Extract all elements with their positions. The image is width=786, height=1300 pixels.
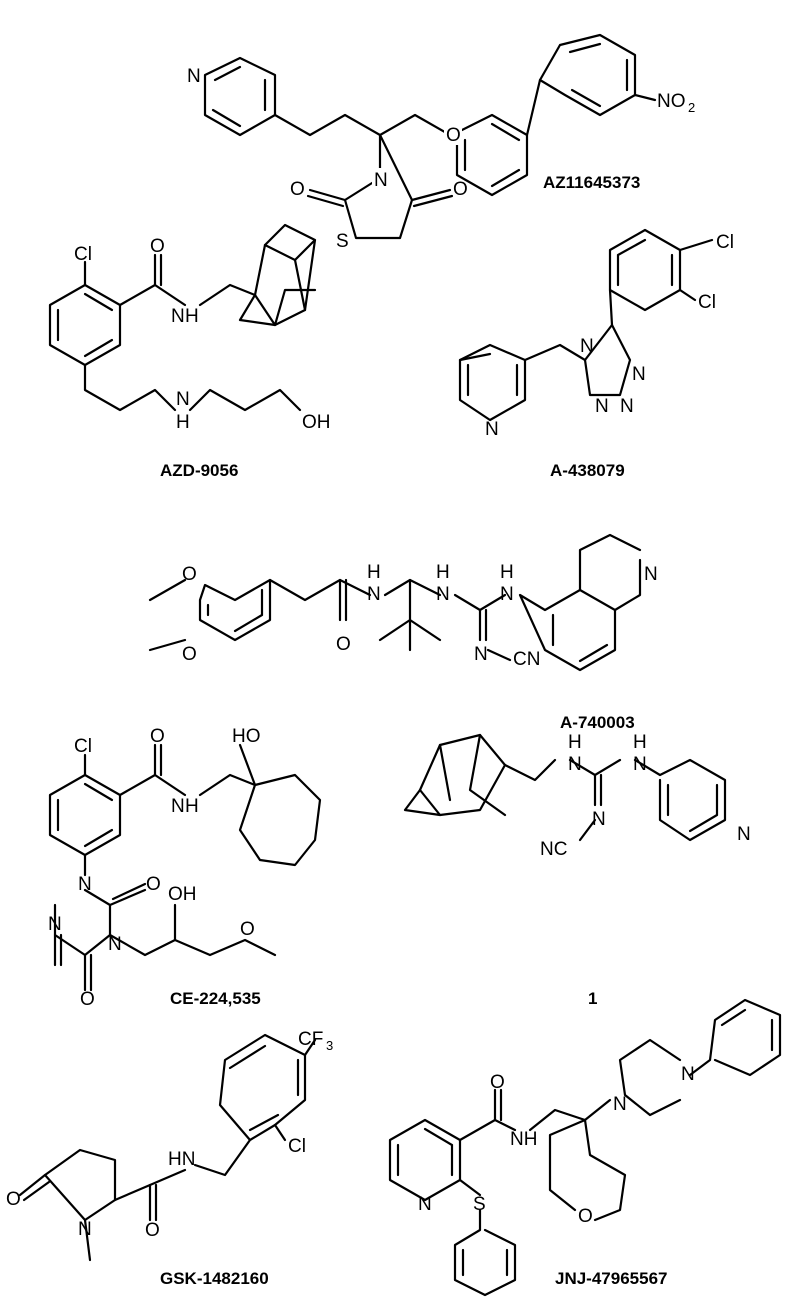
- atom-label: N: [580, 336, 594, 357]
- atom-label: O: [240, 919, 255, 940]
- atom-label: N: [485, 419, 499, 440]
- atom-label: H: [185, 306, 199, 327]
- atom-label: S: [336, 231, 349, 252]
- compound-name: A-438079: [550, 461, 625, 480]
- atom-label: O: [80, 989, 95, 1010]
- atom-label: HN: [168, 1149, 195, 1170]
- structure-azd-9056: [48, 223, 317, 412]
- atom-label: H: [500, 562, 514, 583]
- atom-label: N: [500, 584, 514, 605]
- atom-label: O: [150, 726, 165, 747]
- atom-label: N: [568, 754, 582, 775]
- compound-name: A-740003: [560, 713, 635, 732]
- atom-label: Cl: [716, 232, 734, 253]
- atom-label: N: [681, 1064, 695, 1085]
- atom-label: N: [737, 824, 751, 845]
- atom-label: O: [150, 236, 165, 257]
- compound-name: AZ11645373: [543, 173, 640, 192]
- compound-name: 1: [588, 989, 597, 1008]
- structure-compound-1: [403, 733, 727, 842]
- atom-label: Cl: [288, 1136, 306, 1157]
- atom-label: N: [171, 306, 185, 327]
- atom-label: O: [446, 125, 461, 146]
- structure-az11645373: [203, 33, 657, 240]
- atom-label: NO: [657, 91, 686, 112]
- atom-label: H: [185, 796, 199, 817]
- atom-label: N: [595, 396, 609, 417]
- atom-label: O: [182, 564, 197, 585]
- atom-label: CN: [513, 649, 540, 670]
- atom-label: O: [490, 1072, 505, 1093]
- atom-label: OH: [168, 884, 197, 905]
- atom-label: NH: [510, 1129, 537, 1150]
- atom-label: N: [171, 796, 185, 817]
- atom-label: N: [78, 1219, 92, 1240]
- atom-label: O: [290, 179, 305, 200]
- atom-label: N: [644, 564, 658, 585]
- atom-label: O: [336, 634, 351, 655]
- atom-label: CF: [298, 1029, 323, 1050]
- atom-label: O: [146, 874, 161, 895]
- compound-name: GSK-1482160: [160, 1269, 269, 1288]
- structure-ce-224-535: [48, 743, 322, 992]
- atom-label: 2: [688, 100, 695, 115]
- atom-label: NC: [540, 839, 567, 860]
- compound-name: AZD-9056: [160, 461, 238, 480]
- atom-label: N: [367, 584, 381, 605]
- atom-label: O: [6, 1189, 21, 1210]
- structure-a-740003: [148, 533, 642, 672]
- compound-name: JNJ-47965567: [555, 1269, 667, 1288]
- atom-label: Cl: [74, 736, 92, 757]
- atom-label: H: [633, 732, 647, 753]
- atom-label: H: [436, 562, 450, 583]
- atom-label: N: [187, 66, 201, 87]
- atom-label: O: [182, 644, 197, 665]
- atom-label: H: [176, 412, 190, 433]
- atom-label: N: [418, 1194, 432, 1215]
- atom-label: N: [592, 809, 606, 830]
- atom-label: N: [176, 389, 190, 410]
- compound-name: CE-224,535: [170, 989, 261, 1008]
- atom-label: S: [473, 1194, 486, 1215]
- atom-label: N: [474, 644, 488, 665]
- structure-gsk-1482160: [18, 1033, 317, 1262]
- structure-jnj-47965567: [388, 998, 782, 1297]
- atom-label: N: [613, 1094, 627, 1115]
- atom-label: O: [578, 1206, 593, 1227]
- atom-label: O: [453, 179, 468, 200]
- atom-label: N: [108, 934, 122, 955]
- atom-label: N: [633, 754, 647, 775]
- atom-label: N: [374, 170, 388, 191]
- atom-label: O: [145, 1220, 160, 1241]
- atom-label: H: [568, 732, 582, 753]
- atom-label: Cl: [698, 292, 716, 313]
- atom-label: 3: [326, 1038, 333, 1053]
- atom-label: N: [436, 584, 450, 605]
- atom-label: HO: [232, 726, 261, 747]
- structure-a-438079: [458, 228, 714, 422]
- atom-label: H: [367, 562, 381, 583]
- atom-label: N: [78, 874, 92, 895]
- atom-label: N: [632, 364, 646, 385]
- atom-label: N: [620, 396, 634, 417]
- atom-label: N: [48, 914, 62, 935]
- atom-label: Cl: [74, 244, 92, 265]
- atom-label: OH: [302, 412, 331, 433]
